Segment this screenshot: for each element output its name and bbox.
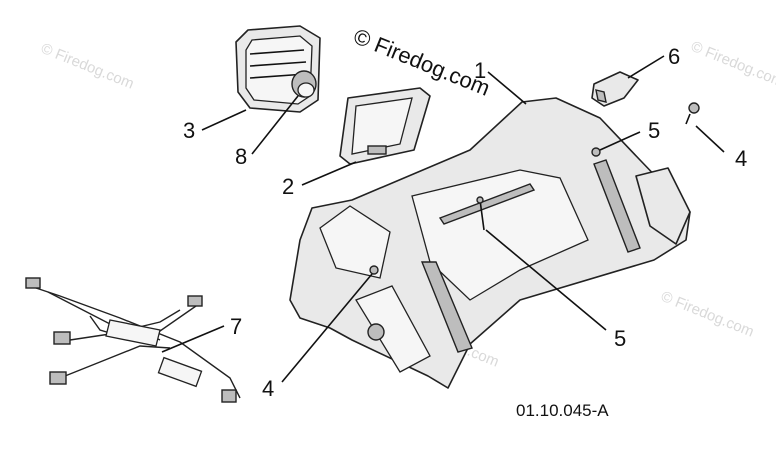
leader-lines [161,55,725,383]
callout-1: 1 [474,58,486,83]
screw-icon [476,196,485,231]
callout-4-right: 4 [735,146,747,171]
bulb-socket-icon [291,70,317,98]
leader-7 [161,325,225,353]
headlight-bezel-icon [339,87,431,165]
headlight-lamp-icon [235,25,321,113]
callout-6: 6 [668,44,680,69]
callout-8: 8 [235,144,247,169]
leader-4-right [695,125,725,153]
callout-5-upper: 5 [648,118,660,143]
leader-3 [201,109,247,131]
callout-3: 3 [183,118,195,143]
leader-4-left [281,273,373,383]
watermark-faded: © Firedog.com [689,38,776,91]
leader-5-lower [485,229,607,331]
leader-5-upper [599,131,641,151]
diagram-code: 01.10.045-A [516,401,609,420]
watermark-faded: © Firedog.com [39,40,137,93]
callout-7: 7 [230,314,242,339]
wiring-harness-icon [25,277,241,403]
leader-8 [251,95,299,155]
callout-5-lower: 5 [614,326,626,351]
callout-4-left: 4 [262,376,274,401]
callout-2: 2 [282,174,294,199]
leader-1 [487,71,527,105]
leader-6 [627,55,665,79]
nut-icon [685,102,700,125]
switch-icon [591,71,639,107]
hood-panel-icon [289,97,691,389]
watermark-faded: © Firedog.com [659,288,757,341]
leader-2 [301,161,357,186]
